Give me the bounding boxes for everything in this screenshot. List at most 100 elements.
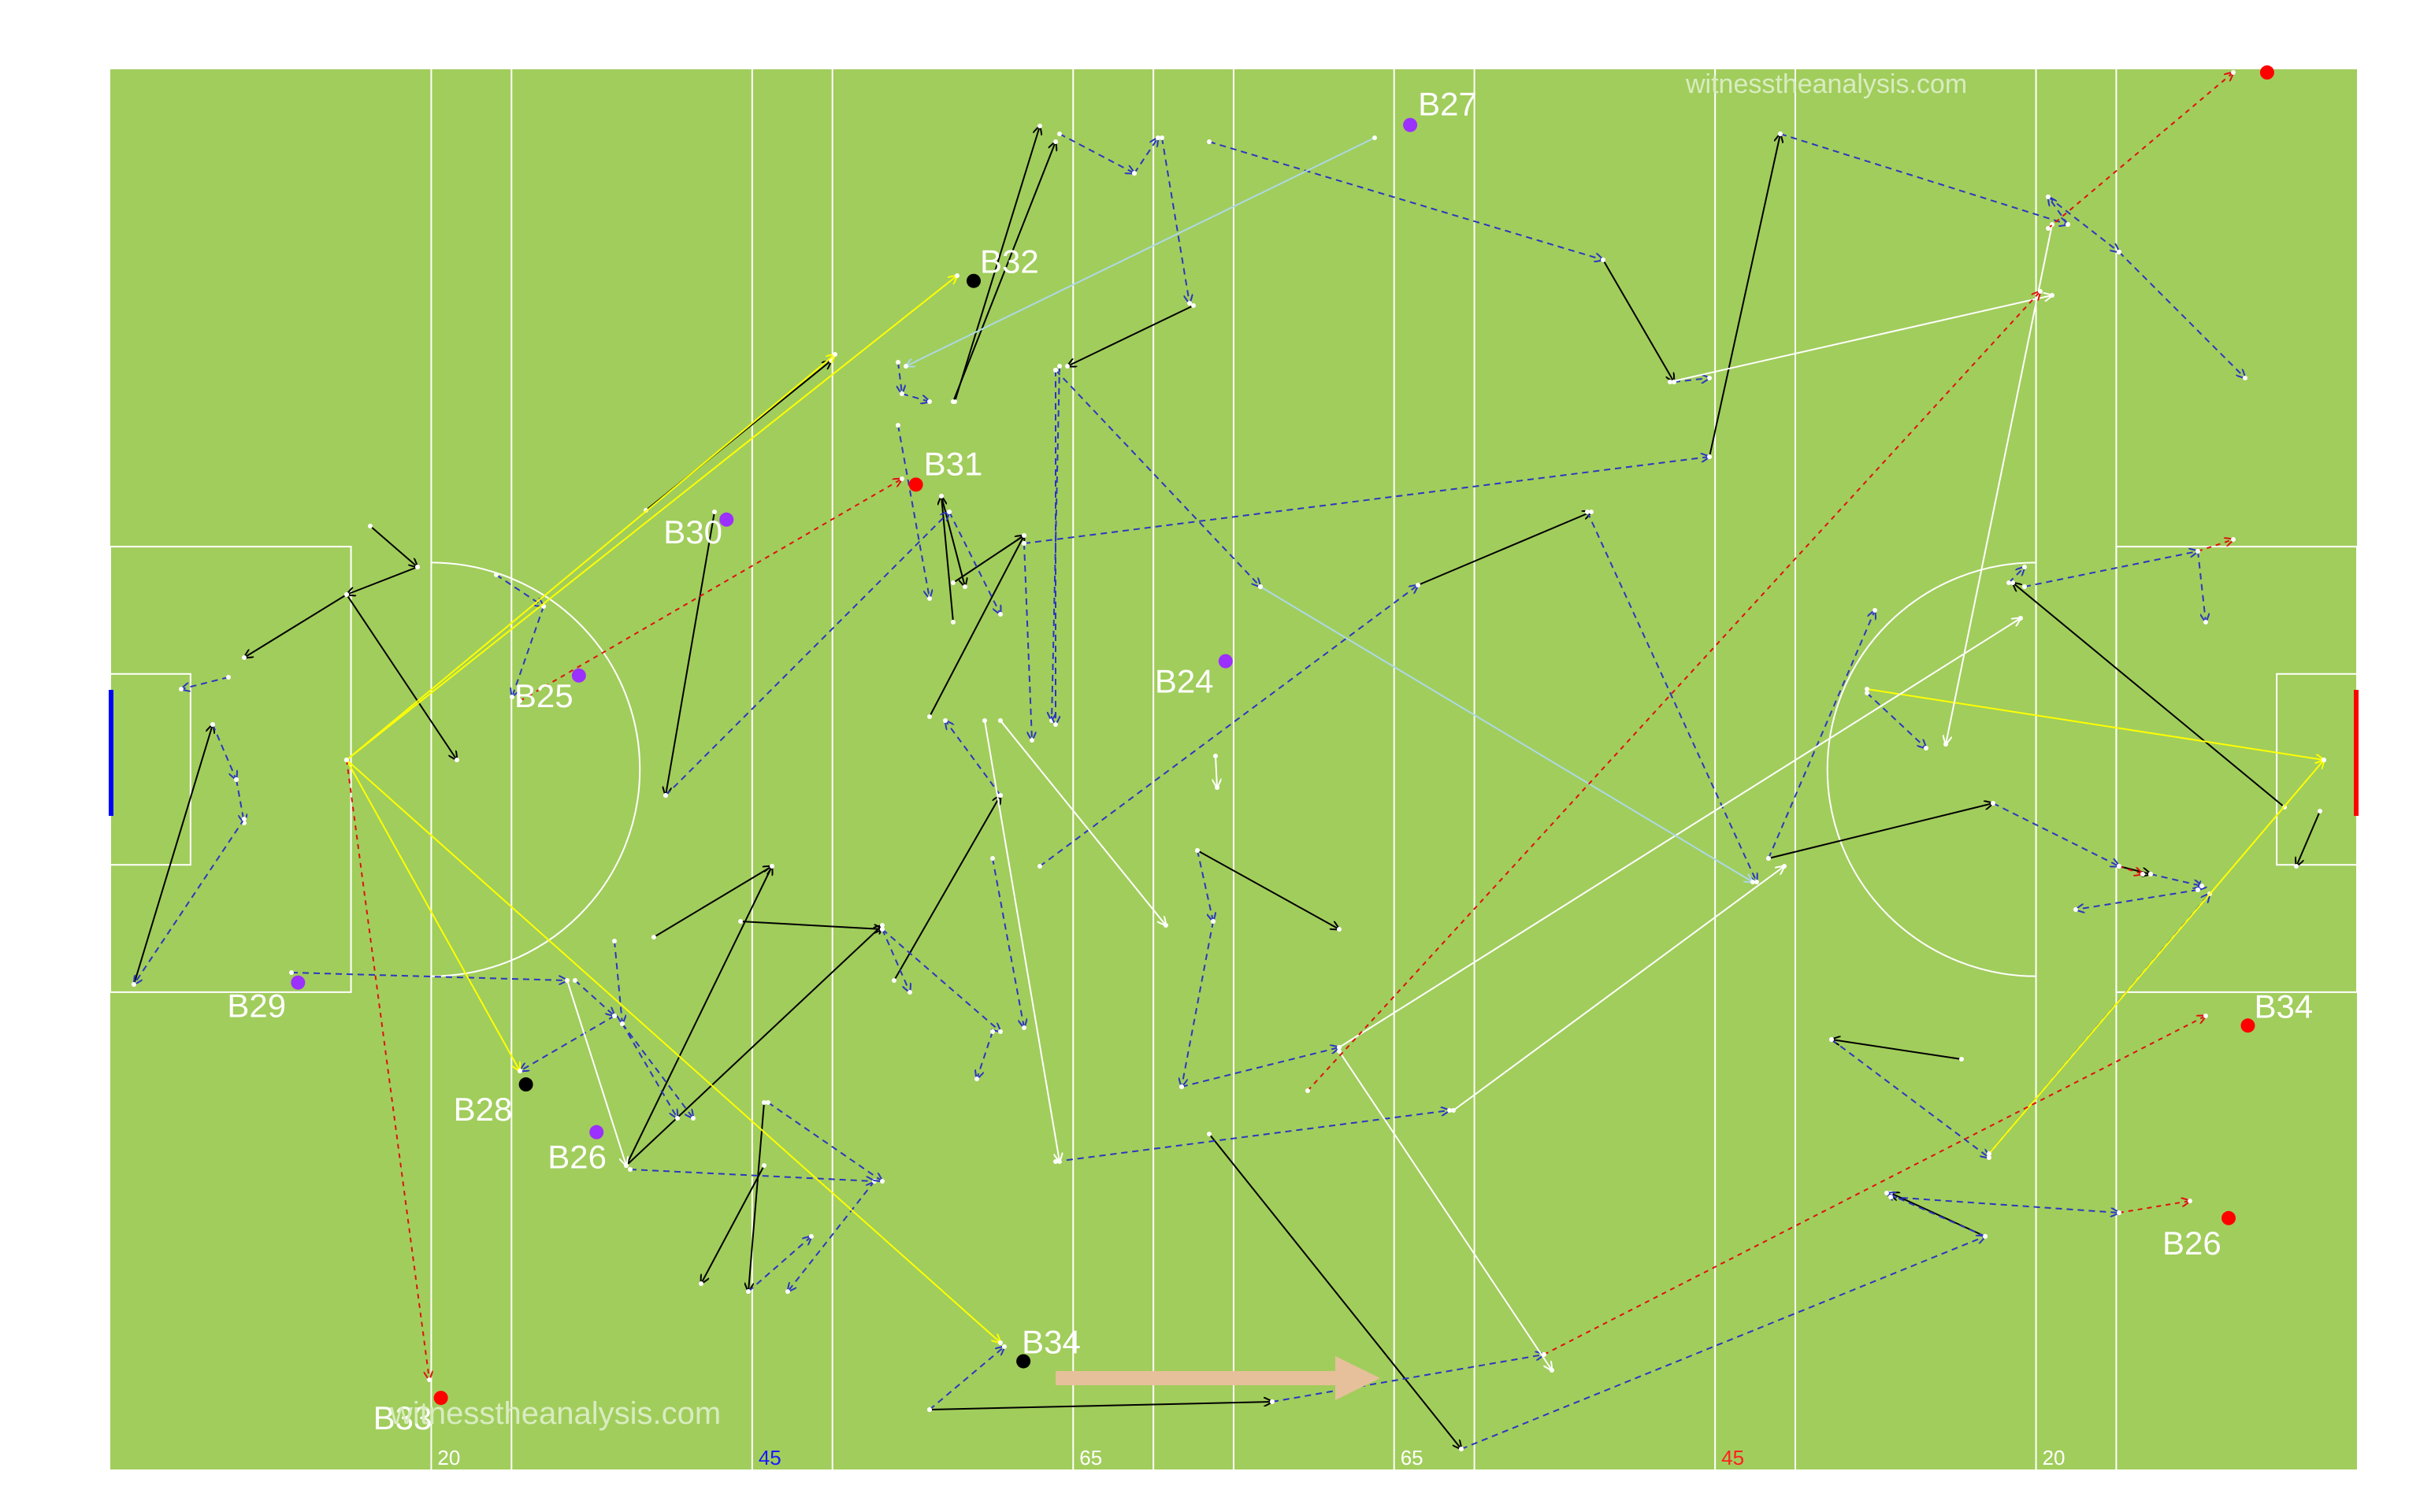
long_white-path-101	[1946, 224, 2053, 744]
path-node-31	[2318, 809, 2322, 813]
path-node-end-115	[2203, 1014, 2208, 1018]
path-node-end-11	[1065, 364, 1070, 369]
long_white-path-102	[1669, 295, 2052, 383]
pass-path-18	[625, 925, 882, 1166]
path-node-71	[1270, 1399, 1275, 1404]
path-node-11	[1191, 303, 1196, 308]
pass-path-20	[748, 1102, 765, 1292]
pass-path-30	[1602, 259, 1674, 382]
path-node-end-65	[998, 1029, 1003, 1034]
carry-path-51	[897, 424, 930, 598]
path-node-46	[872, 1179, 877, 1184]
path-node-69	[998, 793, 1003, 798]
line-label-0: 20	[437, 1446, 460, 1469]
path-node-6	[712, 510, 717, 514]
path-node-88	[1983, 1234, 1988, 1239]
path-node-end-73	[1754, 880, 1759, 884]
path-node-83	[2195, 888, 2200, 892]
carry-path-43	[622, 1023, 693, 1118]
carry-path-56	[1052, 365, 1060, 721]
kickout-path-114	[1307, 291, 2040, 1091]
pass-path-26	[1768, 803, 1993, 859]
path-node-68	[880, 927, 885, 932]
path-node-end-66	[974, 1077, 979, 1081]
path-node-end-103	[2018, 616, 2023, 621]
player-marker-0	[1403, 117, 1418, 132]
path-node-end-38	[510, 695, 514, 699]
path-node-114	[1305, 1088, 1310, 1093]
path-node-end-10	[1053, 139, 1058, 144]
pass-path-27	[1832, 1040, 1962, 1060]
path-node-108	[565, 978, 570, 983]
pass-path-2	[347, 566, 418, 595]
player-label-0: B27	[1418, 86, 1477, 123]
carry-path-78	[2047, 196, 2119, 252]
player-marker-11	[2240, 1018, 2255, 1033]
path-node-end-112	[427, 1377, 432, 1382]
line-label-1: 45	[759, 1446, 781, 1469]
long_white-path-106	[1000, 720, 1166, 925]
shot-path-99	[1866, 688, 2324, 760]
carry-path-63	[1181, 1047, 1339, 1088]
carry-path-61	[1197, 850, 1213, 921]
path-node-end-64	[1022, 1025, 1026, 1030]
long_white-path-104	[1453, 866, 1784, 1111]
player-label-6: B29	[227, 988, 286, 1025]
kickout-path-115	[1543, 1016, 2206, 1355]
path-node-100	[1987, 1151, 1991, 1156]
carry-path-69	[945, 721, 1001, 796]
path-node-60	[1037, 864, 1042, 869]
path-node-87	[2006, 580, 2011, 585]
shot-path-97	[346, 759, 520, 1071]
carry-path-77	[2048, 197, 2069, 225]
carry-path-42	[614, 940, 622, 1024]
carry-path-35	[236, 779, 244, 823]
player-label-5: B24	[1155, 663, 1214, 700]
wide_blue-path-111	[1260, 586, 1753, 882]
path-node-end-118	[2140, 872, 2145, 876]
pass-path-10	[952, 142, 1056, 402]
path-node-27	[1959, 1057, 1964, 1062]
path-node-48	[947, 510, 952, 514]
kickout-path-116	[2118, 1201, 2190, 1214]
path-node-14	[892, 978, 896, 983]
player-marker-1	[966, 273, 981, 288]
path-node-end-3	[242, 655, 247, 660]
path-node-113	[518, 699, 522, 703]
path-node-41	[612, 1014, 617, 1018]
path-node-end-107	[1550, 1368, 1554, 1373]
path-node-36	[242, 817, 247, 821]
path-node-34	[210, 722, 215, 727]
carry-path-66	[977, 1031, 993, 1079]
player-label-9: B34	[1022, 1324, 1081, 1361]
path-node-end-90	[1987, 1155, 1991, 1160]
path-node-end-96	[955, 273, 959, 278]
path-node-end-104	[1782, 864, 1787, 869]
path-node-44	[620, 1021, 625, 1026]
player-marker-9	[1016, 1354, 1031, 1369]
shot-path-96	[346, 276, 957, 761]
path-node-40	[573, 978, 577, 983]
player-marker-8	[589, 1125, 604, 1140]
carry-path-37	[496, 574, 544, 606]
pass-path-25	[1709, 134, 1780, 458]
carry-path-62	[1182, 921, 1214, 1087]
carry-path-49	[898, 361, 902, 394]
player-marker-4	[571, 668, 586, 683]
path-node-end-23	[1337, 927, 1342, 932]
path-node-74	[1766, 856, 1771, 861]
shot-path-95	[346, 354, 835, 761]
carry-path-81	[2150, 873, 2202, 886]
carry-path-68	[882, 928, 910, 992]
shot-path-100	[1988, 760, 2324, 1154]
path-node-end-13	[1022, 533, 1026, 538]
line-label-2: 65	[1079, 1446, 1102, 1469]
player-marker-3	[719, 512, 734, 527]
path-node-end-33	[179, 687, 184, 691]
pass-path-21	[929, 1402, 1272, 1410]
path-node-end-46	[785, 1289, 790, 1294]
path-node-54	[1207, 139, 1212, 144]
path-node-22	[1207, 1132, 1212, 1136]
carry-path-74	[1768, 610, 1875, 859]
path-node-112	[344, 758, 349, 762]
